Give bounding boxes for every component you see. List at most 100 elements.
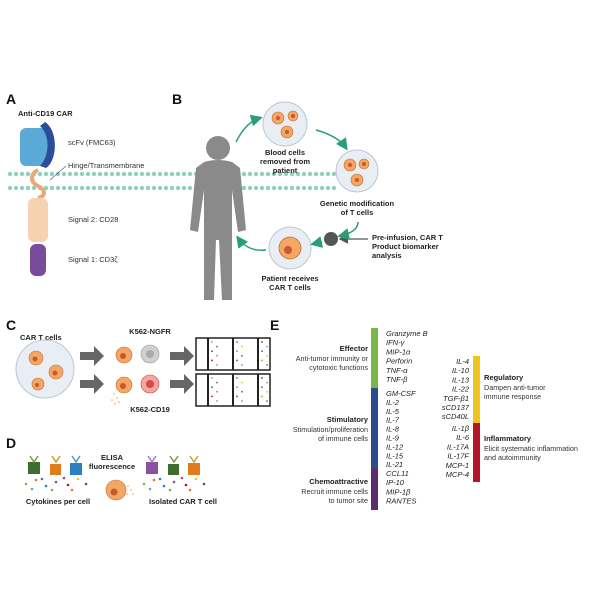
signal1-label: Signal 1: CD3ζ xyxy=(68,255,118,264)
effector-cytokine: Perforin xyxy=(386,357,412,366)
inflammatory-bar xyxy=(473,423,480,482)
stimulatory-cytokine: GM-CSF xyxy=(386,389,416,398)
target1-label: K562-NGFR xyxy=(129,327,171,336)
inflammatory-cytokine: IL-17F xyxy=(447,452,469,461)
effector-cytokine: IFN-γ xyxy=(386,338,406,347)
scfv-label: scFv (FMC63) xyxy=(68,138,116,147)
stimulatory-desc-2: of immune cells xyxy=(318,434,368,443)
car-title: Anti-CD19 CAR xyxy=(18,109,73,118)
arrow-to-step2 xyxy=(315,129,348,151)
stimulatory-cytokine: IL-5 xyxy=(386,407,400,416)
regulatory-cytokine: IL-10 xyxy=(452,366,470,375)
stimulatory-cytokine: IL-21 xyxy=(386,460,403,469)
cd19-coculture xyxy=(111,374,160,405)
step1-line3: patient xyxy=(273,166,298,175)
scfv-domain xyxy=(20,128,50,166)
regulatory-cytokine: IL-13 xyxy=(452,375,470,384)
car-t-label: CAR T cells xyxy=(20,333,62,342)
chemo-desc-2: to tumor site xyxy=(328,496,368,505)
arrow-to-biomarker xyxy=(337,221,359,240)
inflammatory-cytokine: IL-6 xyxy=(456,433,470,442)
biomarker-line3: analysis xyxy=(372,251,402,260)
stimulatory-title: Stimulatory xyxy=(327,415,369,424)
biomarker-node xyxy=(324,232,338,246)
regulatory-bar xyxy=(473,356,480,423)
car-t-dish xyxy=(15,339,75,399)
target2-label: K562-CD19 xyxy=(130,405,170,414)
step2-line1: Genetic modification xyxy=(320,199,395,208)
regulatory-cytokine: IL-4 xyxy=(456,357,469,366)
cd28-domain xyxy=(28,198,48,242)
step2-line2: of T cells xyxy=(341,208,374,217)
stimulatory-cytokine: IL-15 xyxy=(386,451,404,460)
chemo-cytokine: CCL11 xyxy=(386,469,409,478)
step1-line2: removed from xyxy=(260,157,310,166)
blood-cells-dish xyxy=(262,101,308,147)
inflammatory-desc-1: Elicit systematic inflammation xyxy=(484,444,578,453)
arrow-c1 xyxy=(80,346,104,366)
arrow-to-step3 xyxy=(310,236,324,248)
arrow-to-step1 xyxy=(235,114,263,143)
biomarker-line2: Product biomarker xyxy=(372,242,439,251)
chemo-bar xyxy=(371,468,378,510)
stimulatory-cytokine: IL-7 xyxy=(386,416,400,425)
hinge-label: Hinge/Transmembrane xyxy=(68,161,144,170)
elisa-line2: fluorescence xyxy=(89,462,135,471)
effector-desc-2: cytotoxic functions xyxy=(309,363,368,372)
signal2-label: Signal 2: CD28 xyxy=(68,215,118,224)
car-t-cells-dish xyxy=(268,226,312,270)
regulatory-cytokine: sCD137 xyxy=(442,403,470,412)
stimulatory-cytokine: IL-12 xyxy=(386,442,404,451)
inflammatory-title: Inflammatory xyxy=(484,434,532,443)
arrow-c2 xyxy=(80,374,104,394)
regulatory-cytokine: sCD40L xyxy=(442,412,469,421)
cytokines-per-cell-label: Cytokines per cell xyxy=(26,497,90,506)
stimulatory-cytokine: IL-8 xyxy=(386,425,400,434)
arrow-c4 xyxy=(170,374,194,394)
scfv-linker xyxy=(40,122,55,168)
patient-silhouette xyxy=(190,136,246,300)
inflammatory-cytokine: IL-1β xyxy=(452,424,470,433)
step3-line2: CAR T cells xyxy=(269,283,311,292)
regulatory-cytokine: IL-22 xyxy=(452,385,470,394)
effector-bar xyxy=(371,328,378,388)
regulatory-desc-1: Dampen anti-tumor xyxy=(484,383,546,392)
chemo-desc-1: Recruit immune cells xyxy=(301,487,368,496)
capture-antibodies-left xyxy=(24,455,88,492)
step1-line1: Blood cells xyxy=(265,148,305,157)
effector-cytokine: MIP-1α xyxy=(386,347,411,356)
effector-cytokine: Granzyme B xyxy=(386,329,428,338)
effector-cytokine: TNF-β xyxy=(386,375,408,384)
chemo-cytokine: RANTES xyxy=(386,497,416,506)
inflammatory-desc-2: and autoimmunity xyxy=(484,453,541,462)
panel-e-letter: E xyxy=(270,317,279,333)
effector-title: Effector xyxy=(340,344,368,353)
elisa-line1: ELISA xyxy=(101,453,124,462)
hinge-domain xyxy=(30,168,46,200)
ngfr-coculture xyxy=(115,344,160,364)
stimulatory-bar xyxy=(371,388,378,468)
effector-cytokine: TNF-α xyxy=(386,366,408,375)
biomarker-line1: Pre-infusion, CAR T xyxy=(372,233,443,242)
stimulatory-cytokine: IL-2 xyxy=(386,398,400,407)
stimulatory-cytokine: IL-9 xyxy=(386,434,400,443)
effector-desc-1: Anti-tumor immunity or xyxy=(296,354,369,363)
panel-a-letter: A xyxy=(6,91,16,107)
modified-t-cells-dish xyxy=(335,149,379,193)
regulatory-title: Regulatory xyxy=(484,373,524,382)
panel-c-letter: C xyxy=(6,317,16,333)
capture-antibodies-right xyxy=(142,455,206,492)
panel-d-letter: D xyxy=(6,435,16,451)
microchip-ngfr xyxy=(195,337,271,371)
chemo-cytokine: MIP-1β xyxy=(386,487,411,496)
inflammatory-cytokine: MCP-1 xyxy=(446,461,469,470)
panel-b-letter: B xyxy=(172,91,182,107)
isolated-car-t-label: Isolated CAR T cell xyxy=(149,497,217,506)
arrow-to-patient xyxy=(236,235,267,251)
inflammatory-cytokine: IL-17A xyxy=(447,442,469,451)
regulatory-cytokine: TGF-β1 xyxy=(443,394,469,403)
arrow-c3 xyxy=(170,346,194,366)
regulatory-desc-2: immune response xyxy=(484,392,541,401)
cd3z-domain xyxy=(30,244,46,276)
